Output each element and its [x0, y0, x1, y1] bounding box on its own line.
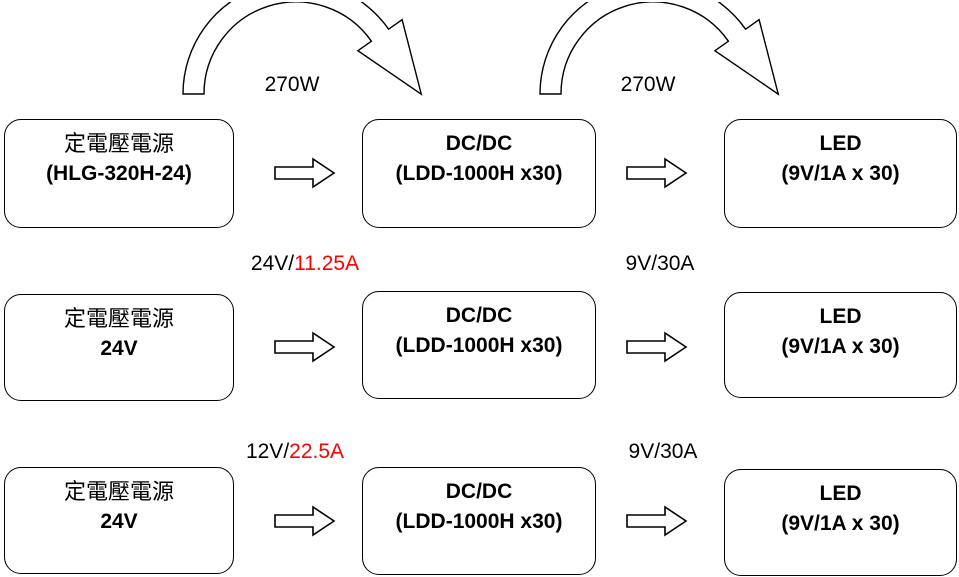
right-arrow-icon — [274, 504, 336, 538]
label-text: 270W — [620, 73, 676, 96]
box-title: DC/DC — [445, 304, 513, 327]
box-subtitle: (9V/1A x 30) — [781, 335, 900, 358]
box-source-row1: 定電壓電源 (HLG-320H-24) — [4, 119, 234, 228]
box-title: LED — [819, 132, 862, 155]
curved-arrow-icon — [533, 2, 791, 104]
power-label-row3-left: 12V/22.5A — [215, 439, 375, 465]
label-highlight: 11.25A — [294, 252, 360, 275]
label-highlight: 22.5A — [289, 440, 345, 463]
box-title: LED — [819, 482, 862, 505]
right-arrow-icon — [626, 504, 688, 538]
box-subtitle: (LDD-1000H x30) — [395, 334, 563, 357]
box-title: LED — [819, 305, 862, 328]
power-label-row2-left: 24V/11.25A — [225, 251, 385, 277]
box-subtitle: 24V — [100, 510, 138, 533]
box-title: DC/DC — [445, 480, 513, 503]
box-led-row3: LED (9V/1A x 30) — [724, 469, 957, 576]
right-arrow-icon — [274, 156, 336, 190]
right-arrow-icon — [626, 330, 688, 364]
label-text: 24V/ — [250, 252, 295, 275]
box-dcdc-row3: DC/DC (LDD-1000H x30) — [362, 467, 596, 575]
box-title: 定電壓電源 — [63, 131, 174, 156]
label-text: 12V/ — [245, 440, 290, 463]
box-subtitle: (LDD-1000H x30) — [395, 162, 563, 185]
label-text: 270W — [264, 73, 320, 96]
box-title: 定電壓電源 — [63, 306, 174, 331]
box-source-row2: 定電壓電源 24V — [4, 294, 234, 401]
box-source-row3: 定電壓電源 24V — [4, 467, 234, 574]
label-text: 9V/30A — [628, 440, 698, 463]
label-text: 9V/30A — [625, 252, 695, 275]
power-label-row1-right: 270W — [588, 72, 708, 98]
box-subtitle: 24V — [100, 337, 138, 360]
box-dcdc-row1: DC/DC (LDD-1000H x30) — [362, 119, 596, 228]
box-subtitle: (9V/1A x 30) — [781, 162, 900, 185]
box-subtitle: (LDD-1000H x30) — [395, 510, 563, 533]
box-led-row2: LED (9V/1A x 30) — [724, 292, 957, 398]
box-title: 定電壓電源 — [63, 479, 174, 504]
box-subtitle: (9V/1A x 30) — [781, 512, 900, 535]
right-arrow-icon — [274, 330, 336, 364]
curved-arrow-icon — [176, 2, 434, 104]
right-arrow-icon — [626, 156, 688, 190]
power-label-row1-left: 270W — [232, 72, 352, 98]
box-dcdc-row2: DC/DC (LDD-1000H x30) — [362, 291, 596, 399]
box-subtitle: (HLG-320H-24) — [46, 162, 192, 185]
power-label-row3-right: 9V/30A — [603, 439, 723, 465]
box-title: DC/DC — [445, 132, 513, 155]
power-label-row2-right: 9V/30A — [600, 251, 720, 277]
box-led-row1: LED (9V/1A x 30) — [724, 119, 957, 228]
